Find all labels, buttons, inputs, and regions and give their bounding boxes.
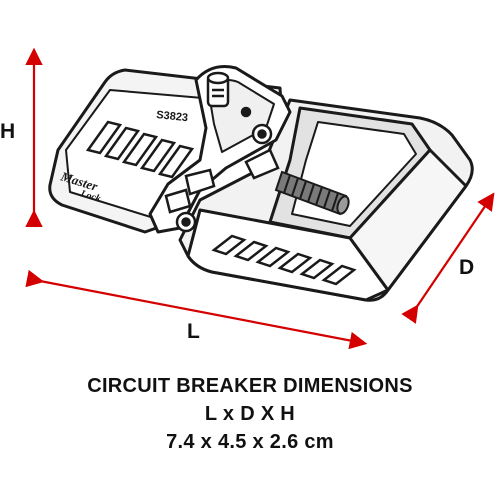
caption-formula: L x D X H <box>204 403 296 425</box>
link-plates <box>164 148 280 214</box>
length-arrow <box>25 269 368 350</box>
lockout-device-illustration: S3823 Master Lock <box>25 47 495 350</box>
base-grip-ribs <box>85 120 195 179</box>
dimension-arrows <box>25 47 495 350</box>
caption-values: 7.4 x 4.5 x 2.6 cm <box>166 431 334 453</box>
depth-arrow <box>401 192 495 324</box>
depth-label: D <box>459 256 475 279</box>
length-label: L <box>187 320 200 343</box>
threaded-screw <box>274 170 350 216</box>
pivot-pins <box>175 106 273 233</box>
clamp-screw <box>206 71 230 108</box>
height-label: H <box>0 120 16 143</box>
dimensions-caption: CIRCUIT BREAKER DIMENSIONS L x D X H 7.4… <box>0 372 500 456</box>
model-code: S3823 <box>156 109 189 124</box>
caption-title: CIRCUIT BREAKER DIMENSIONS <box>87 375 413 397</box>
